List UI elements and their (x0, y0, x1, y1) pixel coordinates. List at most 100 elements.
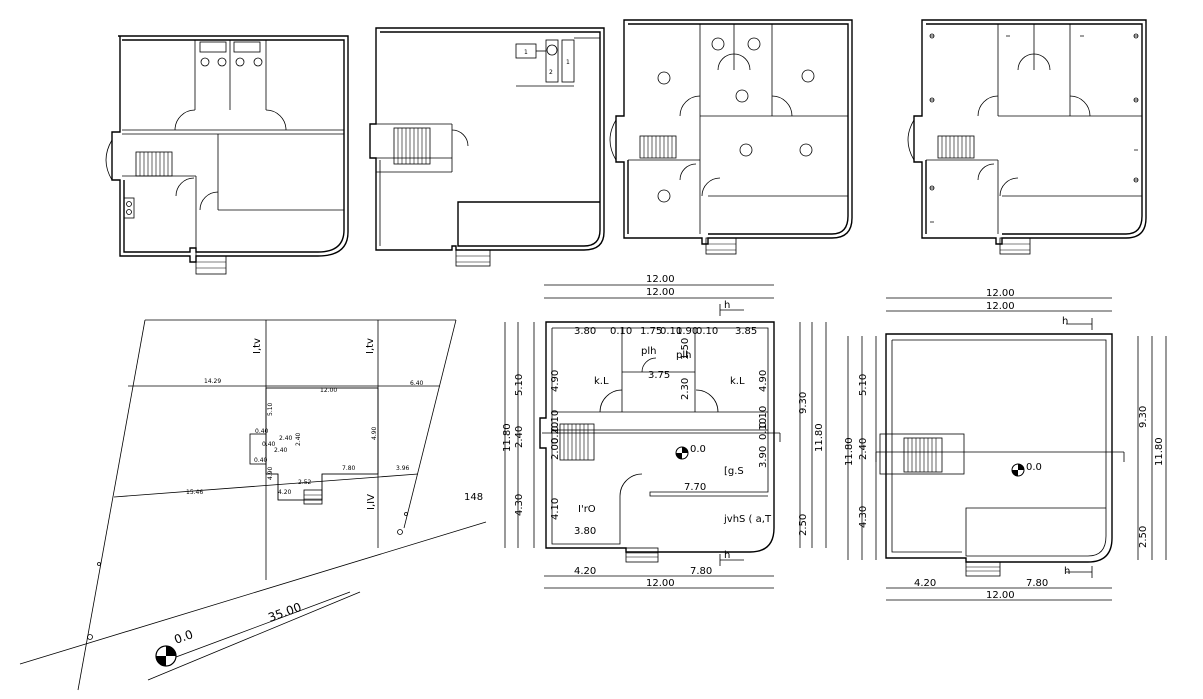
stair-treads (643, 136, 673, 158)
dim-label: 2.30 (680, 378, 691, 400)
stair-treads (139, 152, 169, 176)
dim-label: 3.90 (758, 446, 769, 468)
floor-plan-electrical-outlets (907, 19, 1147, 255)
site-label-tv-1: I,tv (252, 338, 263, 354)
dim-label: 3.80 (574, 326, 596, 337)
floor-plan-ground (105, 35, 349, 275)
room-label-kitchen: k.L (730, 376, 745, 387)
site-dim: 0.40 (254, 457, 268, 464)
site-dim: 2.52 (298, 479, 312, 486)
level-value: 0.0 (1026, 462, 1042, 473)
level-value: 0.0 (172, 627, 195, 647)
dim-label: 2.50 (1138, 526, 1149, 548)
dim-label: 0.10 (610, 326, 632, 337)
dim-overall-width: 12.00 (986, 590, 1015, 601)
site-label-tv-2: I,tv (365, 338, 376, 354)
dim-label: 0.20 (550, 422, 561, 444)
dim-label: 7.80 (1026, 578, 1048, 589)
site-dim: 4.90 (371, 426, 378, 440)
svg-text:1: 1 (566, 59, 570, 66)
level-marker-icon (1011, 463, 1025, 477)
stair-treads (397, 128, 427, 164)
section-marker: h (724, 550, 730, 561)
section-marker: h (1064, 566, 1070, 577)
stair-treads (907, 438, 937, 472)
floor-plan-roof-top: 1 2 1 (369, 27, 605, 267)
stair-treads (941, 136, 971, 158)
site-dim: 5.10 (267, 402, 274, 416)
dim-label: 0.10 (550, 410, 561, 432)
level-marker-icon (155, 645, 177, 667)
dim-label: 11.80 (1154, 437, 1165, 466)
room-label: I'rO (578, 504, 596, 515)
ceiling-light-fixtures (657, 37, 815, 203)
dim-label: 4.20 (574, 566, 596, 577)
room-label: [g.S (724, 466, 744, 477)
room-label: plh (641, 346, 656, 357)
dim-label: 9.30 (1138, 406, 1149, 428)
dim-label: 2.40 (858, 438, 869, 460)
section-marker: h (724, 300, 730, 311)
dim-label: 3.80 (574, 526, 596, 537)
floor-plan-electrical-lighting (609, 19, 853, 255)
site-label-iv: I,IV (366, 494, 377, 510)
level-value: 0.0 (690, 444, 706, 455)
road-width: 35.00 (266, 600, 303, 625)
dimensioned-plan-roof: 12.00 12.00 h 5.10 2.40 4.30 11.80 9.30 … (844, 288, 1167, 601)
site-dim: 0.40 (262, 441, 276, 448)
site-dim: 4.20 (278, 489, 292, 496)
dim-overall-width: 12.00 (986, 288, 1015, 299)
dim-label: 2.50 (798, 514, 809, 536)
dim-label: 9.30 (798, 392, 809, 414)
site-dim: 2.40 (279, 435, 293, 442)
site-dim: 4.90 (267, 466, 274, 480)
svg-text:1: 1 (524, 49, 528, 56)
dim-label: 4.30 (514, 494, 525, 516)
dim-label: 4.20 (914, 578, 936, 589)
dim-label: 5.10 (858, 374, 869, 396)
site-dim: 15.46 (186, 489, 203, 496)
dim-overall-width: 12.00 (646, 578, 675, 589)
dim-label: 5.10 (514, 374, 525, 396)
dim-label: 7.80 (690, 566, 712, 577)
room-label: plh (676, 350, 691, 361)
site-dim: 2.40 (274, 447, 288, 454)
dim-label: 4.10 (550, 498, 561, 520)
dim-label: 1.50 (680, 338, 691, 360)
site-dim: 2.40 (295, 432, 302, 446)
dim-label: 11.80 (814, 423, 825, 452)
site-dim: 3.96 (396, 465, 410, 472)
dim-label: 11.80 (502, 423, 513, 452)
site-plan: I,tv I,tv 14.29 12.00 6.40 5.10 4.90 0.4… (19, 319, 487, 691)
level-marker-icon (675, 446, 689, 460)
dim-label: 2.40 (514, 426, 525, 448)
wall-outlets (929, 33, 1139, 223)
dim-overall-width: 12.00 (646, 274, 675, 285)
dim-label: 1.75 (640, 326, 662, 337)
room-label-kitchen: k.L (594, 376, 609, 387)
site-dim: 7.80 (342, 465, 356, 472)
site-dim: 12.00 (320, 387, 337, 394)
site-dim: 6.40 (410, 380, 424, 387)
section-marker: h (1062, 316, 1068, 327)
dim-label: 0.10 (660, 326, 682, 337)
dim-overall-width: 12.00 (646, 287, 675, 298)
dim-label: 0.10 (758, 418, 769, 440)
svg-text:2: 2 (549, 69, 553, 76)
site-dim: 0.40 (255, 428, 269, 435)
plot-number: 148 (464, 492, 483, 503)
dimensioned-plan-first-floor: 12.00 12.00 h 3.80 0.10 1.75 0.10 1.90 0… (502, 274, 827, 589)
dim-label: 0.10 (758, 406, 769, 428)
dim-label: 4.90 (758, 370, 769, 392)
dim-label: 3.85 (735, 326, 757, 337)
room-label: jvhS ( a,T (723, 514, 772, 525)
dim-label: 7.70 (684, 482, 706, 493)
dim-label: 1.90 (676, 326, 698, 337)
dim-label: 4.90 (550, 370, 561, 392)
dim-overall-width: 12.00 (986, 301, 1015, 312)
dim-label: 11.80 (844, 437, 855, 466)
stair-treads (563, 424, 589, 460)
dim-label: 3.75 (648, 370, 670, 381)
dim-label: 4.30 (858, 506, 869, 528)
